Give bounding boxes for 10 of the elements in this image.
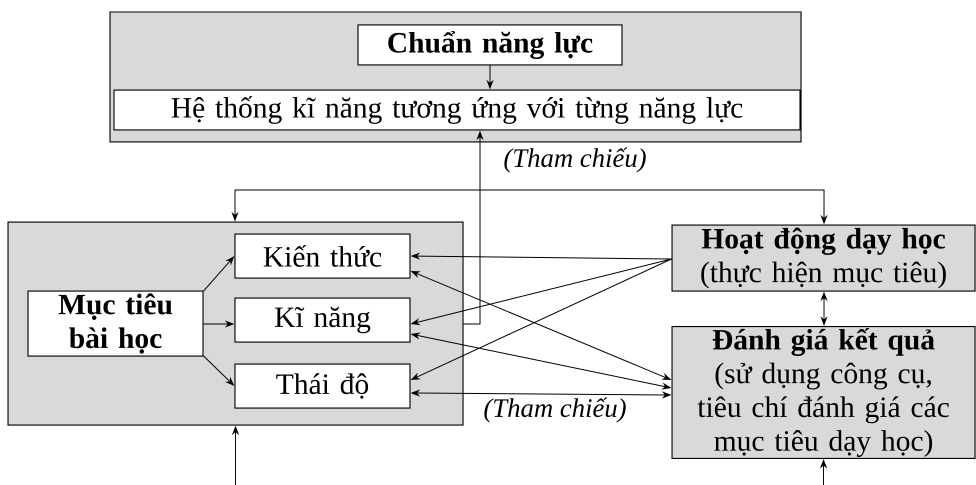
process-box: Hoạt động dạy học (thực hiện mục tiêu) bbox=[671, 224, 976, 292]
process-box: Mục tiêu bài học bbox=[27, 290, 204, 357]
process-box: Đánh giá kết quả (sử dụng công cụ, tiêu chí đánh giá các mục tiêu dạy học) bbox=[671, 326, 976, 459]
edge-label: (Tham chiếu) bbox=[502, 146, 648, 174]
edge-label: (Tham chiếu) bbox=[482, 396, 628, 424]
process-box: Kĩ năng bbox=[234, 297, 411, 343]
process-box: Thái độ bbox=[234, 363, 411, 409]
process-box: Kiến thức bbox=[234, 233, 411, 279]
heading-box: Chuẩn năng lực bbox=[357, 24, 623, 66]
process-box: Hệ thống kĩ năng tương ứng với từng năng lực bbox=[113, 89, 801, 131]
